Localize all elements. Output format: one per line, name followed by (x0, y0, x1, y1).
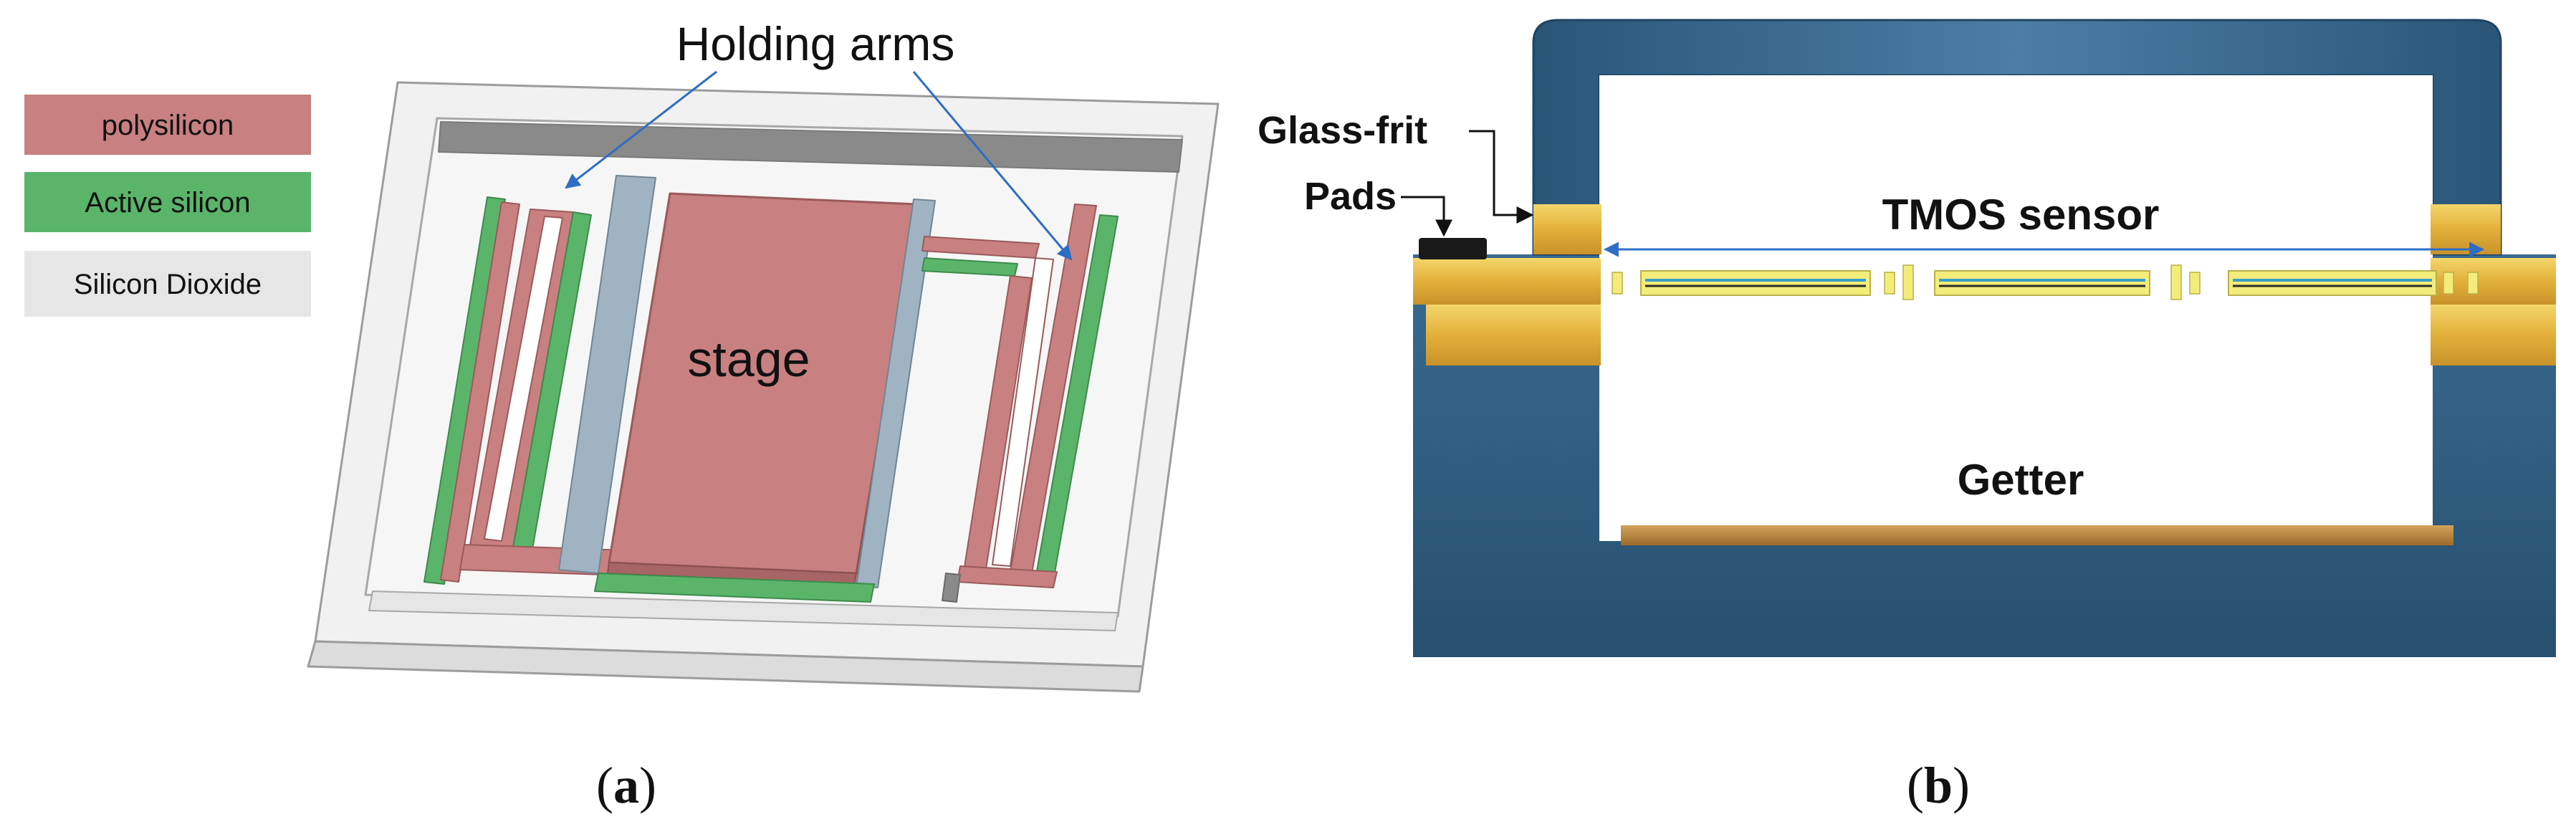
glass-frit-right (2431, 204, 2501, 254)
cavity (1599, 75, 2433, 541)
caption-a-letter: a (613, 757, 639, 814)
legend-label-silicon-dioxide: Silicon Dioxide (74, 269, 262, 300)
stage-label: stage (687, 331, 810, 387)
glass-frit-left (1533, 204, 1601, 254)
base-plate-side (307, 640, 1144, 693)
right-holding-arm (921, 204, 1119, 603)
pads-leader (1401, 196, 1452, 237)
holding-arm-arrow-left (565, 70, 717, 189)
support-layer-left (1413, 258, 1601, 305)
legend-swatch-active-silicon (24, 172, 311, 232)
holding-arms-label: Holding arms (676, 17, 955, 70)
legend-label-active-silicon: Active silicon (85, 187, 250, 219)
stage-block (558, 175, 936, 603)
getter-label: Getter (1958, 456, 2084, 504)
legend-swatch-polysilicon (24, 95, 311, 155)
caption-a: (a) (596, 757, 656, 814)
legend-label-polysilicon: polysilicon (102, 110, 234, 141)
glass-frit-leader (1469, 130, 1534, 224)
holding-arm-arrow-right (912, 71, 1073, 261)
support-layer-left-lower (1426, 305, 1601, 365)
tmos-sensor-array (1612, 264, 2479, 300)
support-layer-right-lower (2431, 305, 2556, 365)
legend-swatch-silicon-dioxide (24, 251, 311, 317)
mems-structure (307, 81, 1220, 693)
getter-strip (1621, 525, 2453, 545)
legend: polysilicon Active silicon Silicon Dioxi… (24, 95, 311, 317)
pads-label: Pads (1304, 175, 1397, 218)
panel-b: TMOS sensor Getter Glass-frit Pads (1250, 0, 2576, 659)
caption-b: (b) (1907, 757, 1970, 814)
pad (1419, 238, 1487, 259)
back-wall (438, 121, 1183, 173)
panel-a: polysilicon Active silicon Silicon Dioxi… (24, 17, 1220, 693)
glass-frit-label: Glass-frit (1258, 109, 1427, 152)
tmos-sensor-label: TMOS sensor (1882, 191, 2160, 239)
caption-b-letter: b (1924, 757, 1953, 814)
front-wall (368, 590, 1119, 631)
